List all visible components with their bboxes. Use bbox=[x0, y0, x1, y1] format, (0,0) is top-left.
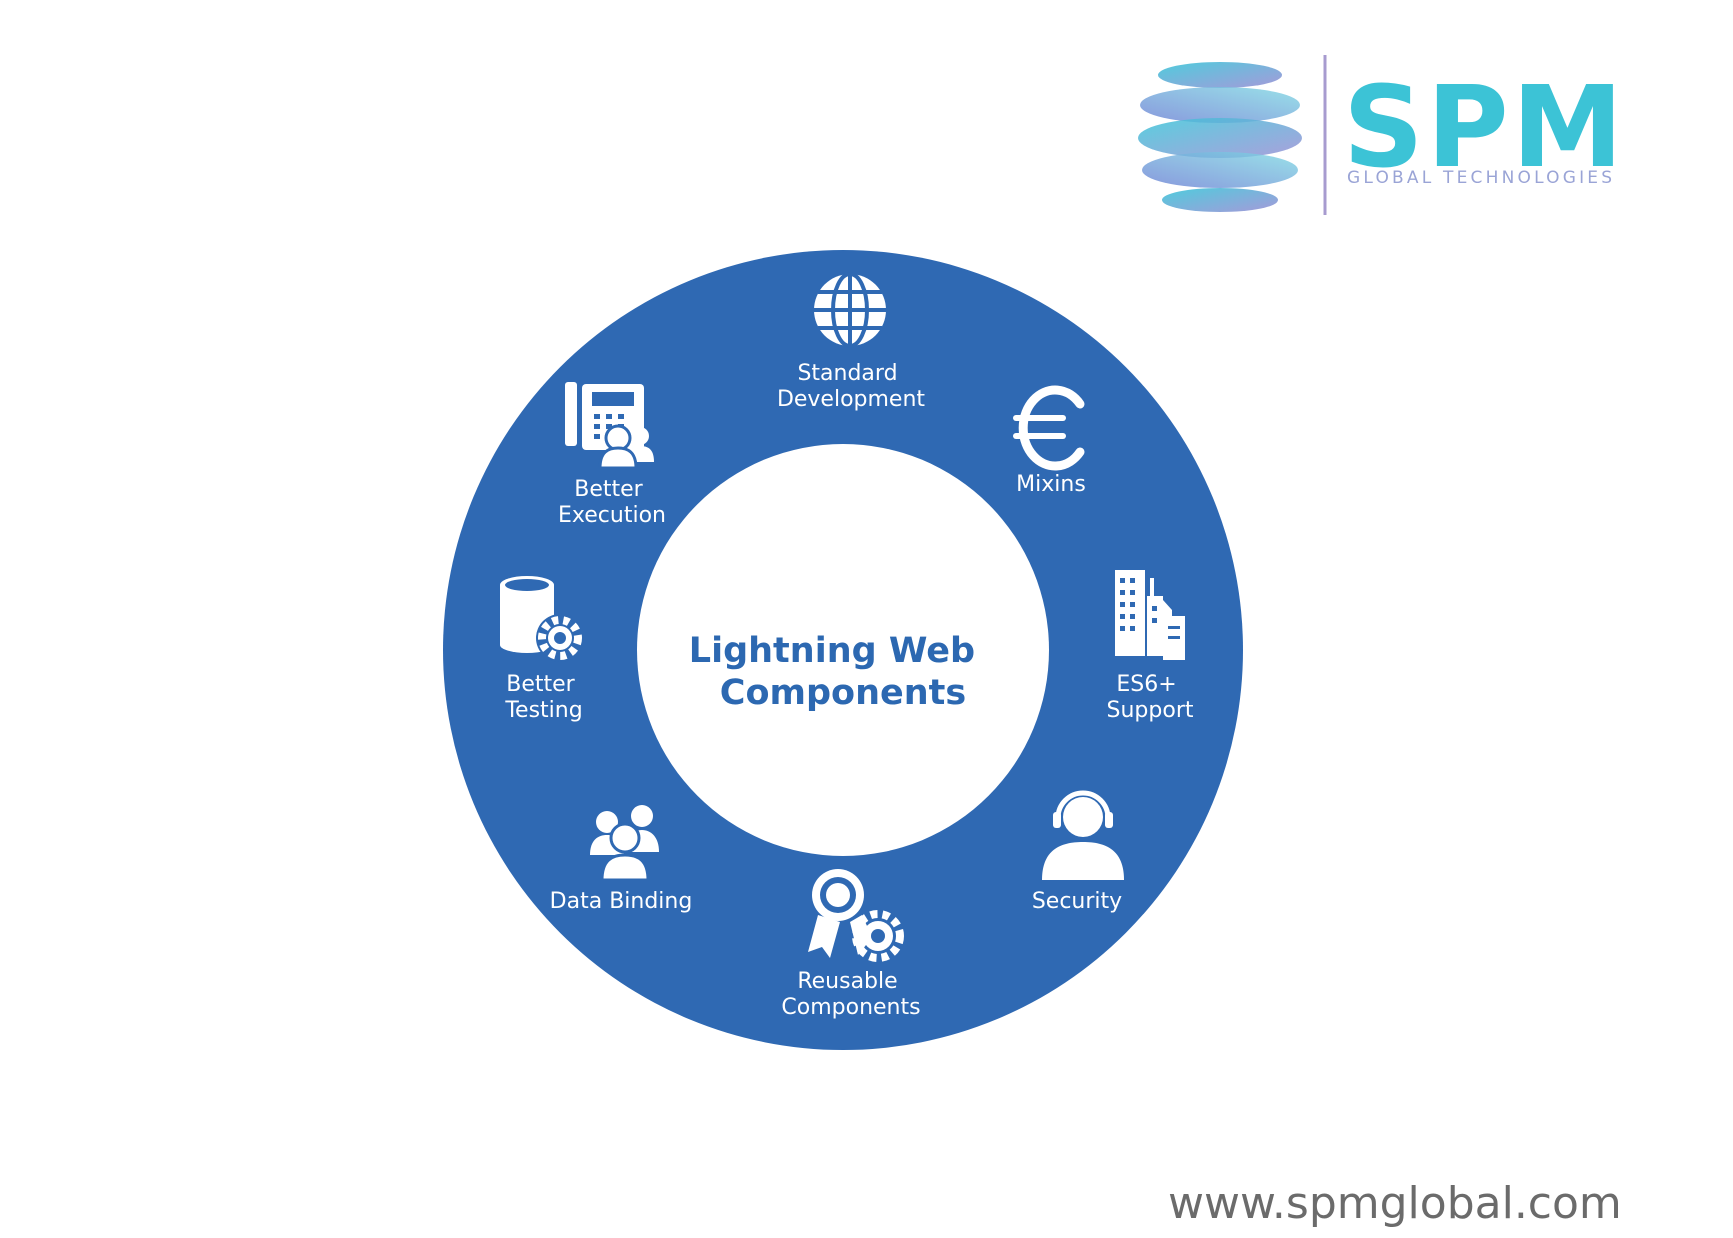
logo-tagline: GLOBAL TECHNOLOGIES bbox=[1347, 168, 1616, 188]
label-line: Support bbox=[1107, 698, 1194, 723]
label-line: Better bbox=[574, 477, 643, 502]
feature-label-better-execution: Better Execution bbox=[558, 477, 666, 528]
spm-logo: SPM GLOBAL TECHNOLOGIES bbox=[1125, 50, 1645, 225]
label-line: ES6+ bbox=[1116, 672, 1176, 697]
feature-label-standard-development: Standard Development bbox=[777, 361, 925, 412]
feature-label-security: Security bbox=[1032, 889, 1122, 914]
label-line: Standard bbox=[797, 361, 897, 386]
website-url: www.spmglobal.com bbox=[1168, 1178, 1622, 1229]
center-title: Lightning Web Components bbox=[689, 631, 987, 713]
award-gear-icon bbox=[808, 869, 904, 962]
spm-globe-icon bbox=[1138, 55, 1327, 215]
logo-wordmark: SPM bbox=[1343, 63, 1627, 193]
label-line: Data Binding bbox=[550, 889, 693, 914]
buildings-icon bbox=[1115, 570, 1185, 660]
label-line: Better bbox=[506, 672, 575, 697]
feature-label-better-testing: Better Testing bbox=[504, 672, 582, 723]
feature-label-data-binding: Data Binding bbox=[550, 889, 693, 914]
feature-label-reusable-components: Reusable Components bbox=[781, 969, 920, 1020]
label-line: Mixins bbox=[1016, 472, 1086, 497]
euro-icon bbox=[1013, 385, 1085, 471]
phone-users-icon bbox=[565, 382, 654, 470]
feature-label-es6-support: ES6+ Support bbox=[1107, 672, 1194, 723]
label-line: Security bbox=[1032, 889, 1122, 914]
label-line: Development bbox=[777, 387, 925, 412]
label-line: Testing bbox=[504, 698, 582, 723]
headset-user-icon bbox=[1042, 790, 1124, 880]
feature-label-mixins: Mixins bbox=[1016, 472, 1086, 497]
center-title-line: Lightning Web bbox=[689, 631, 975, 671]
database-gear-icon bbox=[500, 576, 584, 662]
globe-icon bbox=[814, 272, 886, 348]
label-line: Execution bbox=[558, 503, 666, 528]
center-circle bbox=[637, 444, 1049, 856]
group-users-icon bbox=[590, 805, 659, 882]
label-line: Reusable bbox=[797, 969, 897, 994]
label-line: Components bbox=[781, 995, 920, 1020]
center-title-line: Components bbox=[720, 673, 966, 713]
